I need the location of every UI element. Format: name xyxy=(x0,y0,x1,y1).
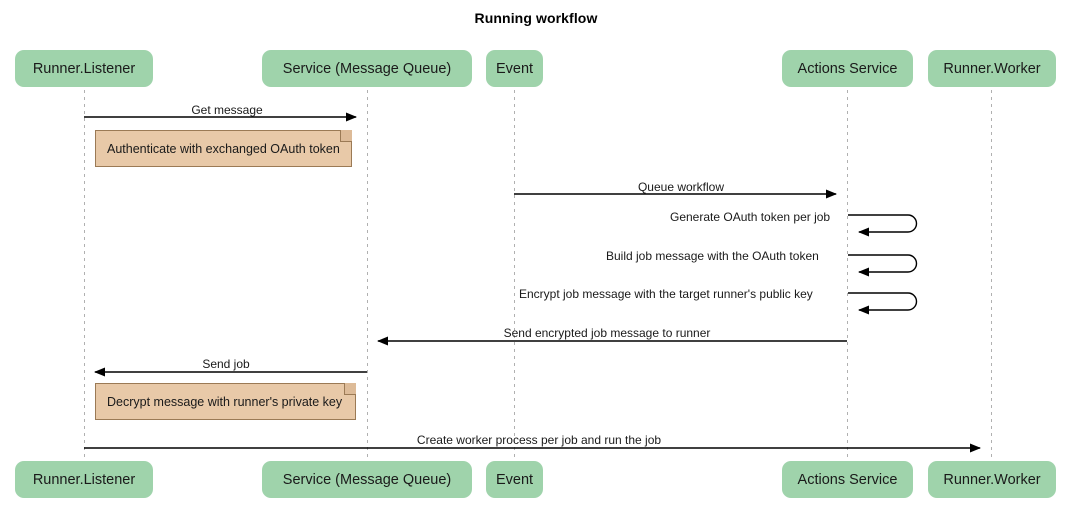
participant-actions-service-top[interactable]: Actions Service xyxy=(782,50,913,87)
note-label: Decrypt message with runner's private ke… xyxy=(107,394,343,409)
note-fold-corner-icon xyxy=(344,383,356,395)
participant-label: Runner.Worker xyxy=(943,60,1041,77)
page-title: Running workflow xyxy=(474,10,598,26)
message-label-get-message: Get message xyxy=(191,103,263,117)
participant-runner-listener-top[interactable]: Runner.Listener xyxy=(15,50,153,87)
participant-service-message-queue-bottom[interactable]: Service (Message Queue) xyxy=(262,461,472,498)
message-label-build-job-message: Build job message with the OAuth token xyxy=(606,249,819,263)
messages xyxy=(84,112,981,453)
participant-label: Runner.Worker xyxy=(943,471,1041,488)
participant-service-message-queue-top[interactable]: Service (Message Queue) xyxy=(262,50,472,87)
message-label-queue-workflow: Queue workflow xyxy=(637,180,725,194)
message-arrow-generate-oauth-token xyxy=(848,214,918,237)
participant-label: Service (Message Queue) xyxy=(282,471,452,488)
participant-event-top[interactable]: Event xyxy=(486,50,543,87)
participant-runner-worker-top[interactable]: Runner.Worker xyxy=(928,50,1056,87)
participant-runner-worker-bottom[interactable]: Runner.Worker xyxy=(928,461,1056,498)
message-arrow-encrypt-job-message xyxy=(848,292,918,315)
message-label-create-worker-process: Create worker process per job and run th… xyxy=(416,433,662,447)
participant-label: Event xyxy=(495,471,534,488)
participant-actions-service-bottom[interactable]: Actions Service xyxy=(782,461,913,498)
participant-runner-listener-bottom[interactable]: Runner.Listener xyxy=(15,461,153,498)
participant-label: Actions Service xyxy=(797,471,898,488)
lifelines xyxy=(84,90,992,461)
note-authenticate-with-exchanged-oauth-token: Authenticate with exchanged OAuth token xyxy=(95,130,352,167)
message-label-generate-oauth-token: Generate OAuth token per job xyxy=(670,210,831,224)
participant-label: Actions Service xyxy=(797,60,898,77)
note-fold-corner-icon xyxy=(340,130,352,142)
participant-label: Runner.Listener xyxy=(32,471,136,488)
message-label-encrypt-job-message: Encrypt job message with the target runn… xyxy=(519,287,813,301)
message-label-send-encrypted-job-message: Send encrypted job message to runner xyxy=(503,326,711,340)
note-decrypt-message-with-runners-private-key: Decrypt message with runner's private ke… xyxy=(95,383,356,420)
participant-label: Event xyxy=(495,60,534,77)
participant-event-bottom[interactable]: Event xyxy=(486,461,543,498)
participant-label: Service (Message Queue) xyxy=(282,60,452,77)
participant-label: Runner.Listener xyxy=(32,60,136,77)
message-label-send-job: Send job xyxy=(202,357,250,371)
message-arrow-build-job-message xyxy=(848,254,918,277)
note-label: Authenticate with exchanged OAuth token xyxy=(107,141,340,156)
